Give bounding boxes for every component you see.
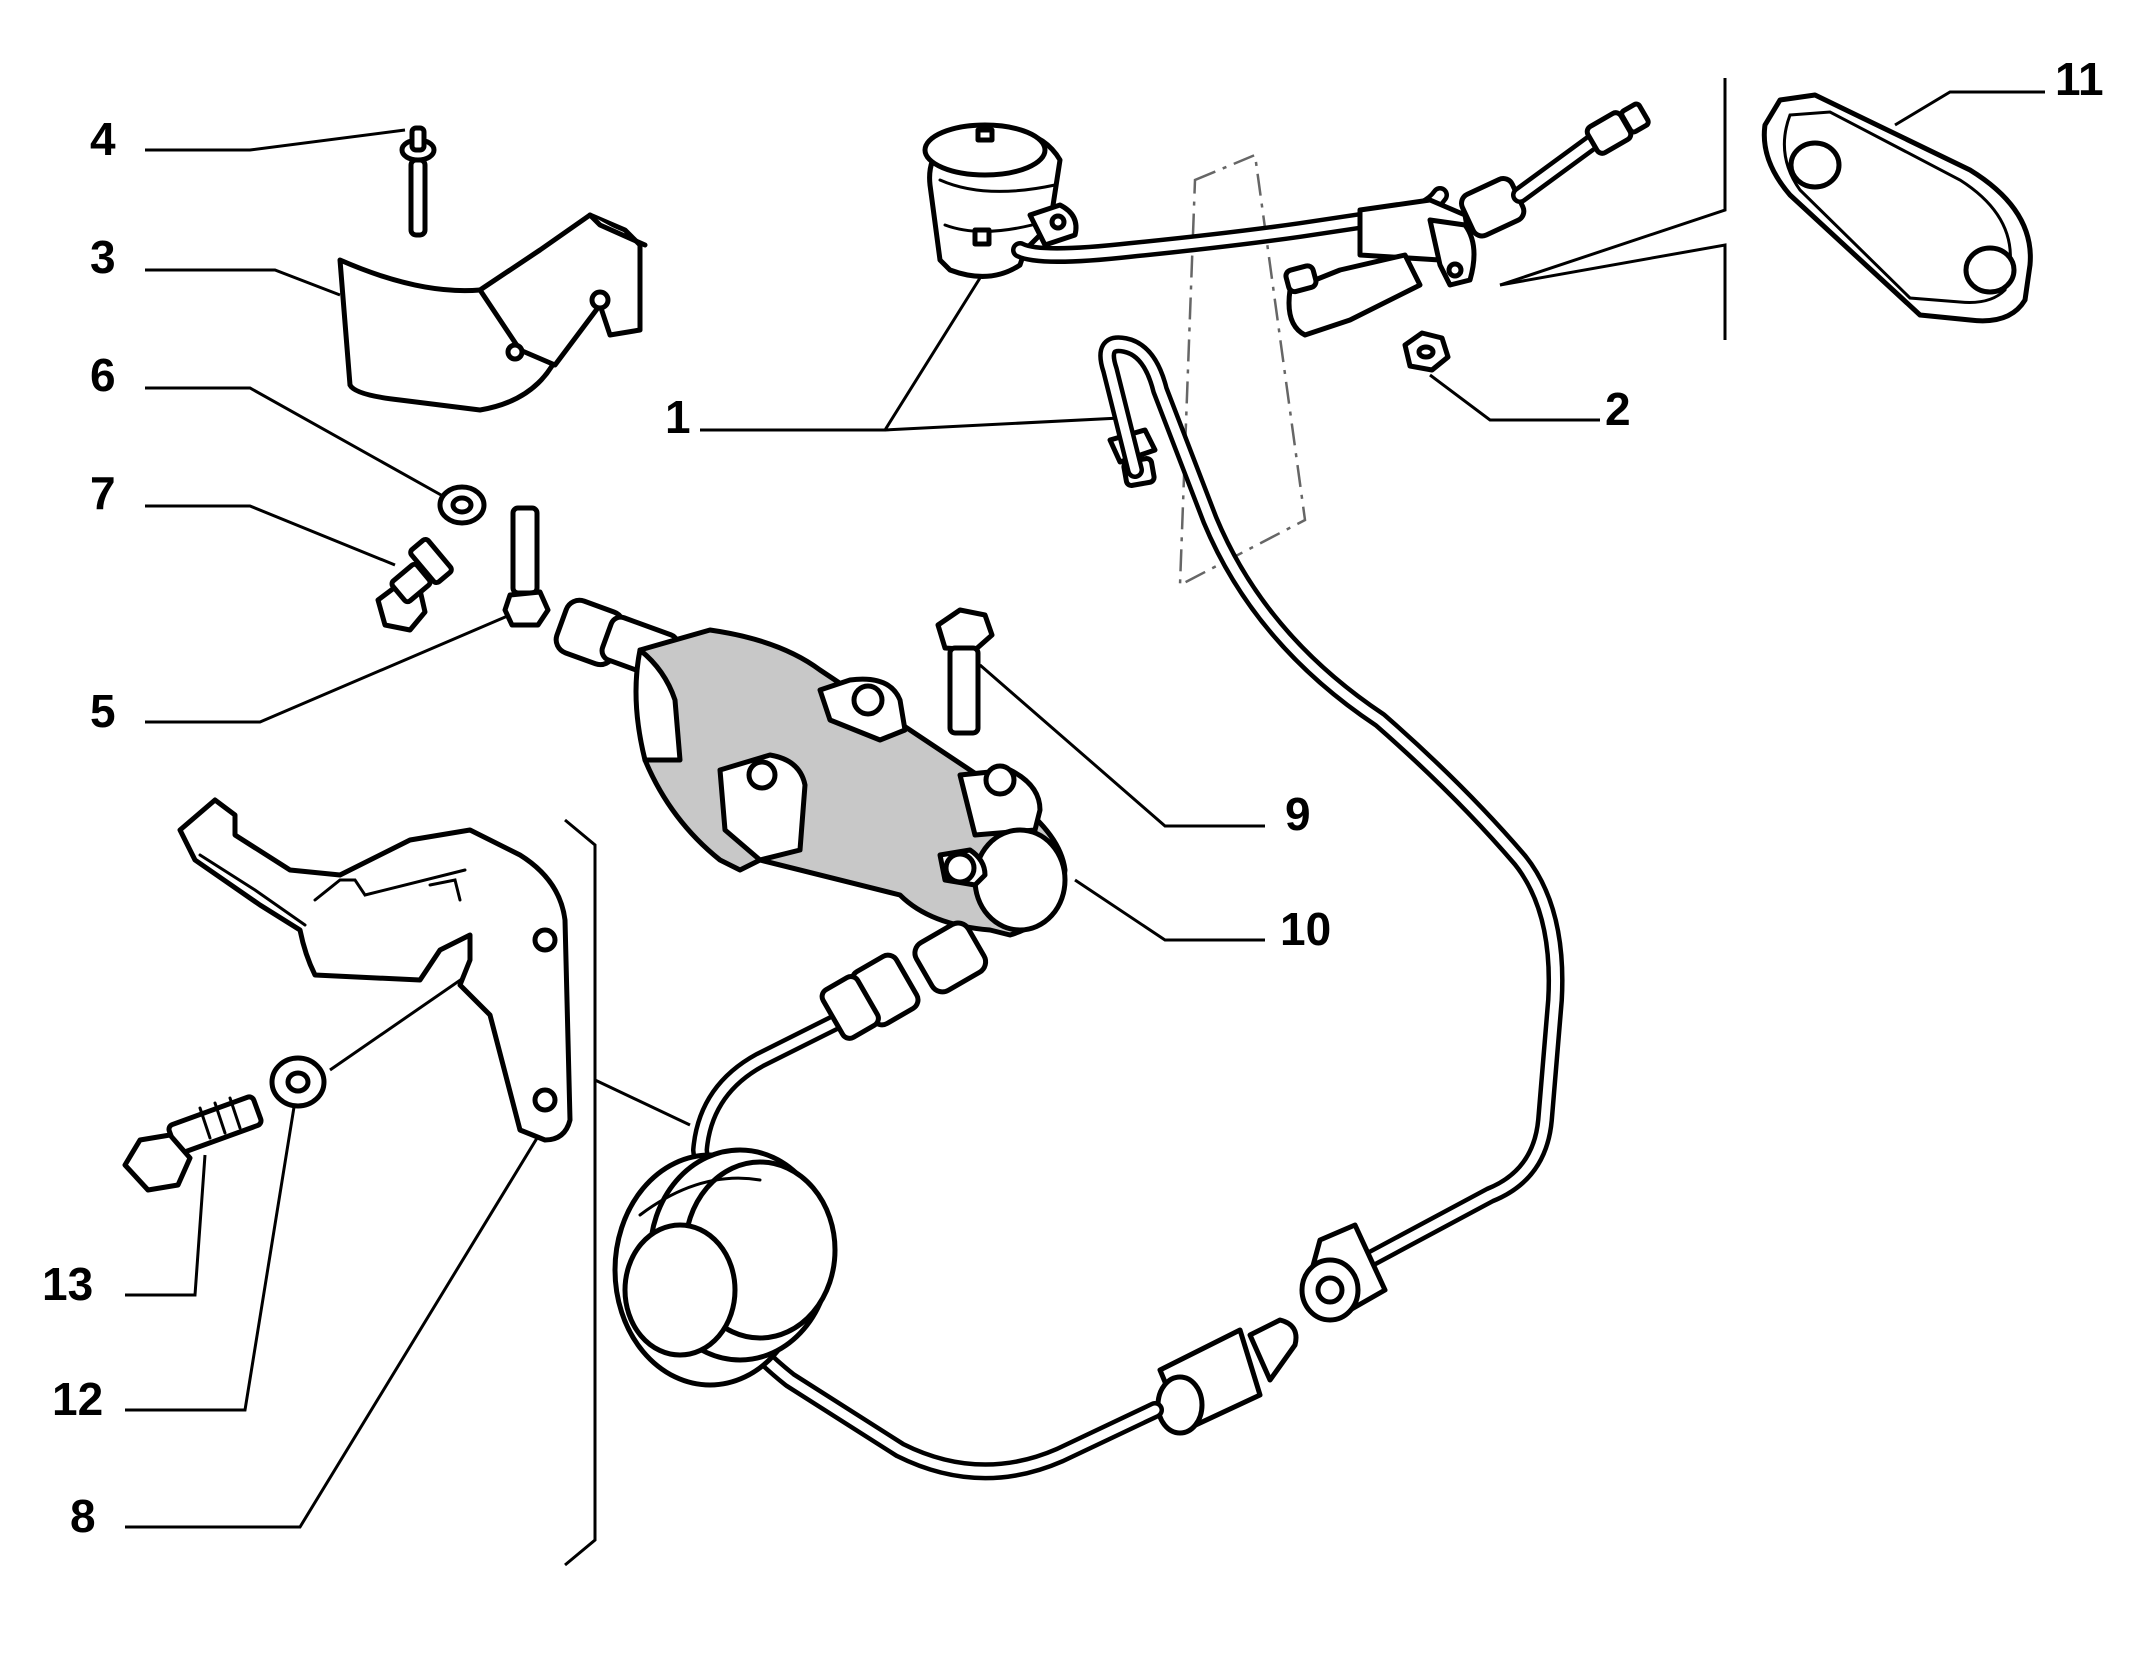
part-6-washer xyxy=(437,484,487,526)
callout-12: 12 xyxy=(52,1373,103,1425)
part-13-hex-bolt xyxy=(122,1094,264,1193)
part-10-master-cylinder xyxy=(553,597,1068,938)
callout-10: 10 xyxy=(1280,903,1331,955)
part-12-washer xyxy=(269,1055,327,1109)
callout-3: 3 xyxy=(90,231,116,283)
dashed-reference-frame xyxy=(1178,153,1307,588)
part-5-long-bolt xyxy=(502,505,551,628)
part-9-bolt xyxy=(935,607,995,736)
callout-6: 6 xyxy=(90,349,116,401)
slave-cylinder xyxy=(612,1147,838,1388)
part-3-clamp-bracket xyxy=(337,212,648,413)
callout-11: 11 xyxy=(2055,53,2104,105)
callout-1: 1 xyxy=(665,391,691,443)
pipe-coupling xyxy=(1155,1222,1388,1436)
callout-9: 9 xyxy=(1285,788,1311,840)
part-4-stud-bolt xyxy=(399,125,437,238)
hose-fitting xyxy=(819,920,989,1041)
callout-5: 5 xyxy=(90,685,116,737)
part-2-fitting-assembly xyxy=(1283,101,1651,373)
callout-8: 8 xyxy=(70,1490,96,1542)
callout-13: 13 xyxy=(42,1258,93,1310)
part-1-fluid-reservoir xyxy=(922,122,1079,279)
callout-labels: 4 3 6 7 5 1 2 11 9 10 13 12 8 xyxy=(42,53,2104,1542)
callout-2: 2 xyxy=(1605,383,1631,435)
callout-4: 4 xyxy=(90,113,116,165)
part-7-bolt xyxy=(375,536,454,633)
part-11-gasket xyxy=(1761,92,2033,324)
clutch-pipe xyxy=(1098,335,1565,1279)
group-brackets xyxy=(564,78,1727,1567)
part-8-mounting-bracket xyxy=(177,797,573,1143)
callout-7: 7 xyxy=(90,467,116,519)
leader-lines xyxy=(125,90,2045,1529)
